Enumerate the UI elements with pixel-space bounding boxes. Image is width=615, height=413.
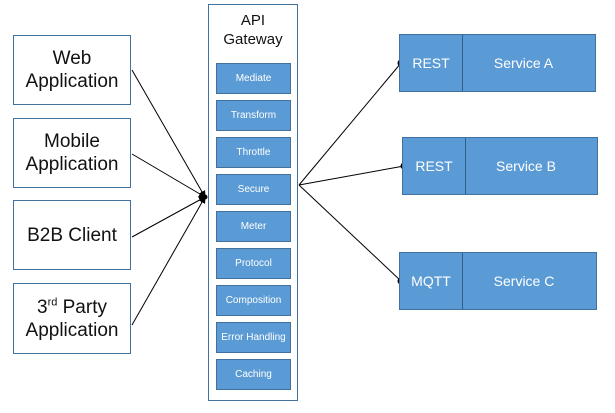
service-a: REST Service A bbox=[399, 34, 596, 92]
gateway-item-caching: Caching bbox=[216, 359, 291, 390]
client-3rd-party-application: 3rd Party Application bbox=[13, 283, 131, 354]
client-label-number: 3 bbox=[37, 296, 48, 318]
gateway-item-secure: Secure bbox=[216, 174, 291, 205]
connector-mobile-to-gateway bbox=[131, 153, 206, 198]
gateway-item-protocol: Protocol bbox=[216, 248, 291, 279]
client-web-application: Web Application bbox=[13, 35, 131, 105]
gateway-title-line2: Gateway bbox=[223, 31, 283, 48]
gateway-item-throttle: Throttle bbox=[216, 137, 291, 168]
client-label-line2: Application bbox=[25, 71, 119, 92]
service-protocol: REST bbox=[400, 35, 463, 91]
client-label-line1: Mobile bbox=[44, 131, 100, 152]
client-label-party: Party bbox=[57, 296, 107, 318]
client-label-line2: Application bbox=[25, 319, 119, 341]
service-c: MQTT Service C bbox=[399, 252, 597, 310]
service-name: Service A bbox=[493, 55, 554, 71]
connector-b2b-to-gateway bbox=[131, 196, 206, 238]
client-b2b: B2B Client bbox=[13, 200, 131, 270]
connector-gateway-to-service-a bbox=[298, 62, 402, 186]
service-name: Service B bbox=[496, 158, 556, 174]
connector-web-to-gateway bbox=[131, 69, 206, 198]
service-protocol: MQTT bbox=[400, 253, 463, 309]
client-label-line2: Application bbox=[25, 154, 119, 175]
gateway-title: API Gateway bbox=[209, 11, 297, 49]
gateway-item-composition: Composition bbox=[216, 285, 291, 316]
client-label-ordinal-suffix: rd bbox=[47, 296, 58, 309]
api-gateway: API Gateway Mediate Transform Throttle S… bbox=[208, 4, 298, 401]
client-label-line1: B2B Client bbox=[27, 224, 117, 246]
gateway-item-mediate: Mediate bbox=[216, 63, 291, 94]
service-name: Service C bbox=[493, 273, 555, 289]
gateway-item-transform: Transform bbox=[216, 100, 291, 131]
gateway-item-error-handling: Error Handling bbox=[216, 322, 291, 353]
connector-gateway-to-service-c bbox=[298, 184, 402, 282]
service-b: REST Service B bbox=[402, 137, 598, 195]
gateway-title-line1: API bbox=[240, 12, 266, 29]
service-protocol: REST bbox=[403, 138, 466, 194]
gateway-item-meter: Meter bbox=[216, 211, 291, 242]
client-label-line1: Web bbox=[52, 48, 92, 69]
connector-gateway-to-service-b bbox=[298, 165, 405, 186]
gateway-junction-dot bbox=[202, 194, 208, 200]
connector-3rdparty-to-gateway bbox=[131, 196, 206, 326]
client-mobile-application: Mobile Application bbox=[13, 118, 131, 188]
